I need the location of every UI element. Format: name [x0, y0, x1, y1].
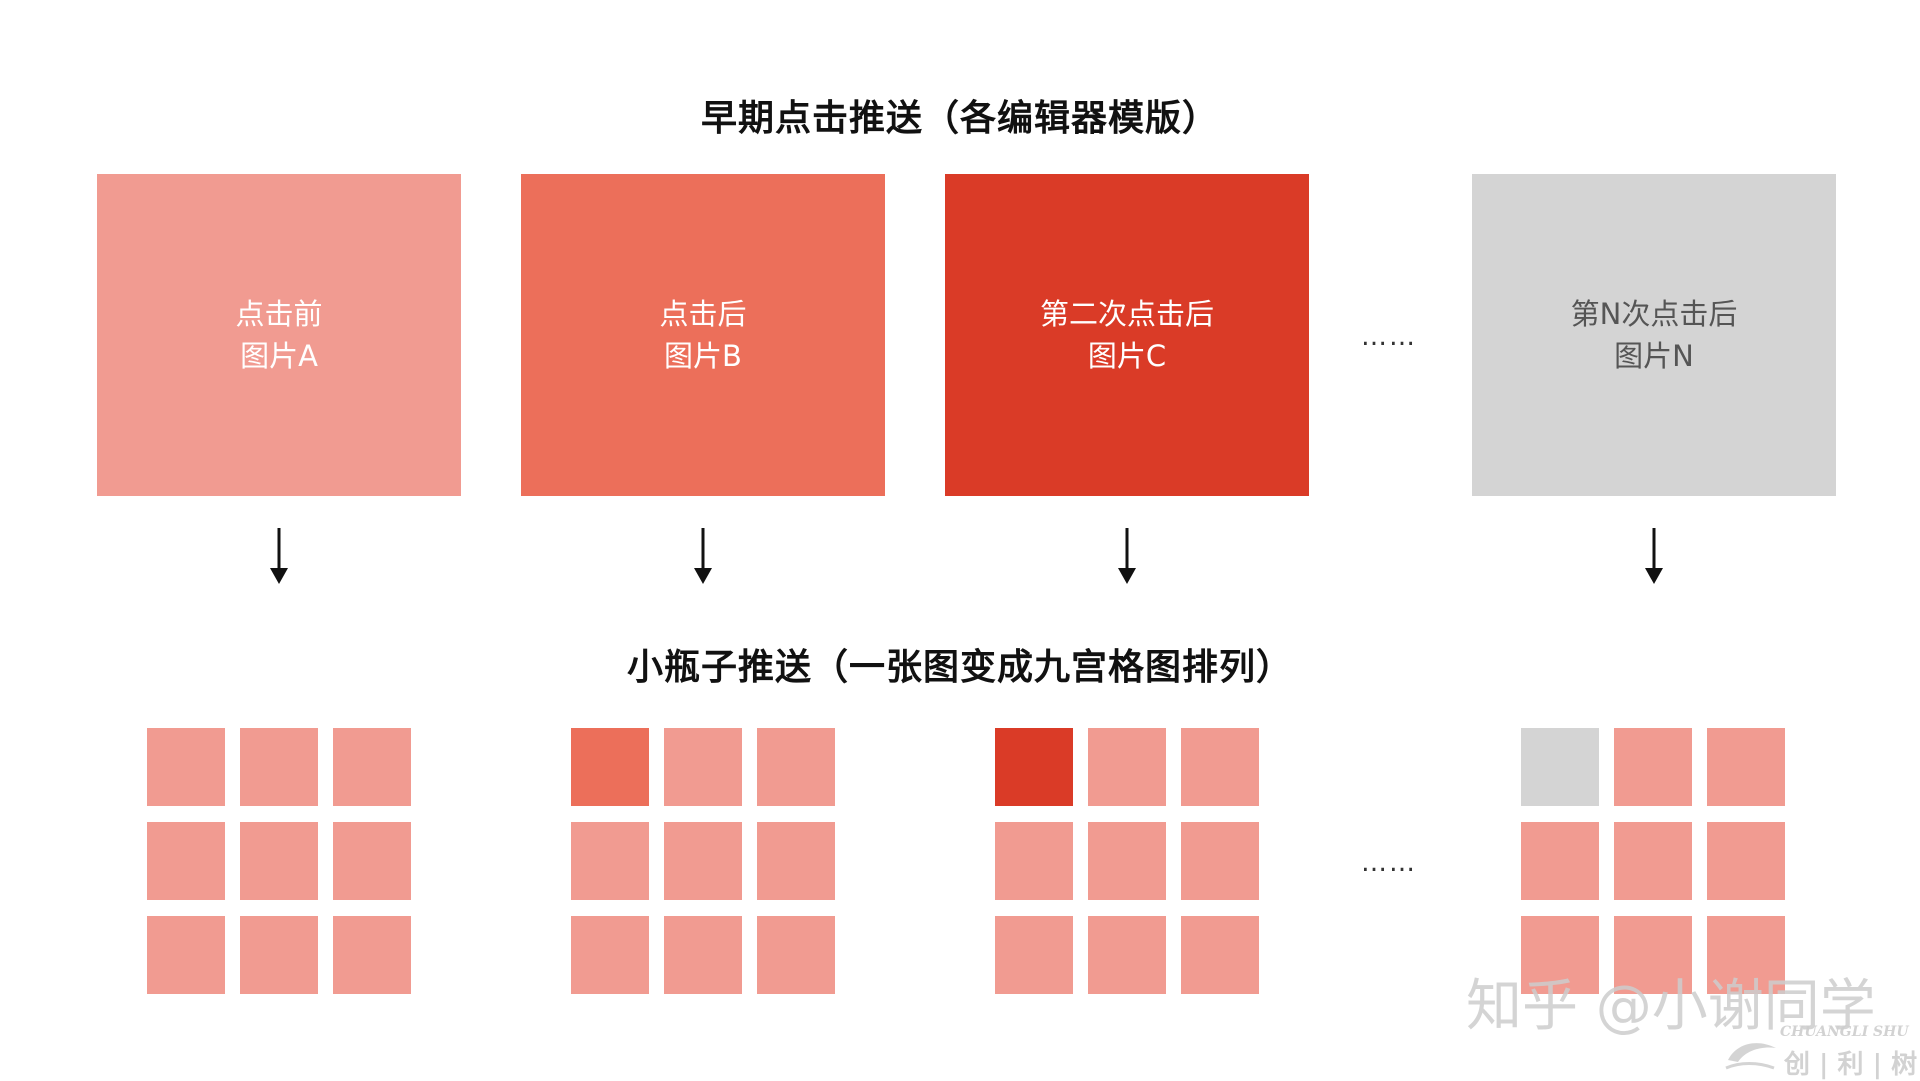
box-label-line1: 第二次点击后	[1039, 297, 1214, 331]
grid-cell	[1521, 822, 1599, 900]
box-label-line1: 点击前	[235, 297, 323, 331]
grid-cell	[1521, 916, 1599, 994]
grid-cell	[333, 728, 411, 806]
grid-cell-first	[1521, 728, 1599, 806]
grid-cell	[240, 822, 318, 900]
grid-cell	[1181, 728, 1259, 806]
nine-grid-after-second-click	[995, 728, 1259, 994]
brand-stamp-icon	[1725, 1043, 1776, 1070]
grid-cell	[1088, 916, 1166, 994]
down-arrow-icon	[270, 528, 288, 584]
grid-cell	[333, 916, 411, 994]
grid-cell	[1181, 916, 1259, 994]
box-label-line1: 点击后	[659, 297, 747, 331]
box-after-second-click: 第二次点击后 图片C	[945, 174, 1309, 496]
grid-cell	[147, 916, 225, 994]
grid-cell	[664, 728, 742, 806]
grid-cell-first	[571, 728, 649, 806]
grid-cell	[1707, 728, 1785, 806]
grid-cell	[240, 728, 318, 806]
grid-cell	[664, 916, 742, 994]
grid-cell	[1181, 822, 1259, 900]
grid-cell	[757, 822, 835, 900]
grid-cell	[240, 916, 318, 994]
grid-cell	[1614, 822, 1692, 900]
box-after-nth-click: 第N次点击后 图片N	[1472, 174, 1836, 496]
box-label-line2: 图片A	[240, 339, 318, 373]
grid-cell	[1614, 916, 1692, 994]
grid-cell	[571, 822, 649, 900]
box-after-click: 点击后 图片B	[521, 174, 885, 496]
brand-stamp-latin: CHUANGLI SHU	[1780, 1024, 1909, 1040]
grid-cell	[757, 728, 835, 806]
title-bottle-push: 小瓶子推送（一张图变成九宫格图排列）	[626, 647, 1293, 688]
box-before-click: 点击前 图片A	[97, 174, 461, 496]
grid-cell	[664, 822, 742, 900]
grid-cell	[1707, 916, 1785, 994]
nine-grid-after-nth-click	[1521, 728, 1785, 994]
grid-cell-first	[147, 728, 225, 806]
ellipsis-top: ……	[1361, 322, 1417, 352]
ellipsis-bottom: ……	[1361, 848, 1417, 878]
grid-cell	[757, 916, 835, 994]
down-arrow-icon	[694, 528, 712, 584]
grid-cell	[147, 822, 225, 900]
grid-cell	[1088, 728, 1166, 806]
grid-cell	[995, 916, 1073, 994]
brand-stamp-chinese: 创 | 利 | 树	[1784, 1050, 1918, 1080]
grid-cell	[1614, 728, 1692, 806]
down-arrow-icon	[1118, 528, 1136, 584]
grid-cell	[1088, 822, 1166, 900]
title-early-click-push: 早期点击推送（各编辑器模版）	[700, 98, 1219, 139]
nine-grid-before-click	[147, 728, 411, 994]
grid-cell	[571, 916, 649, 994]
box-label-line1: 第N次点击后	[1570, 297, 1738, 331]
grid-cell	[995, 822, 1073, 900]
box-label-line2: 图片N	[1614, 339, 1694, 373]
grid-cell-first	[995, 728, 1073, 806]
box-label-line2: 图片C	[1087, 339, 1167, 373]
box-label-line2: 图片B	[664, 339, 742, 373]
zhihu-watermark: 知乎 @小谢同学	[1466, 974, 1876, 1039]
down-arrow-icon	[1645, 528, 1663, 584]
nine-grid-after-click	[571, 728, 835, 994]
grid-cell	[1707, 822, 1785, 900]
grid-cell	[333, 822, 411, 900]
